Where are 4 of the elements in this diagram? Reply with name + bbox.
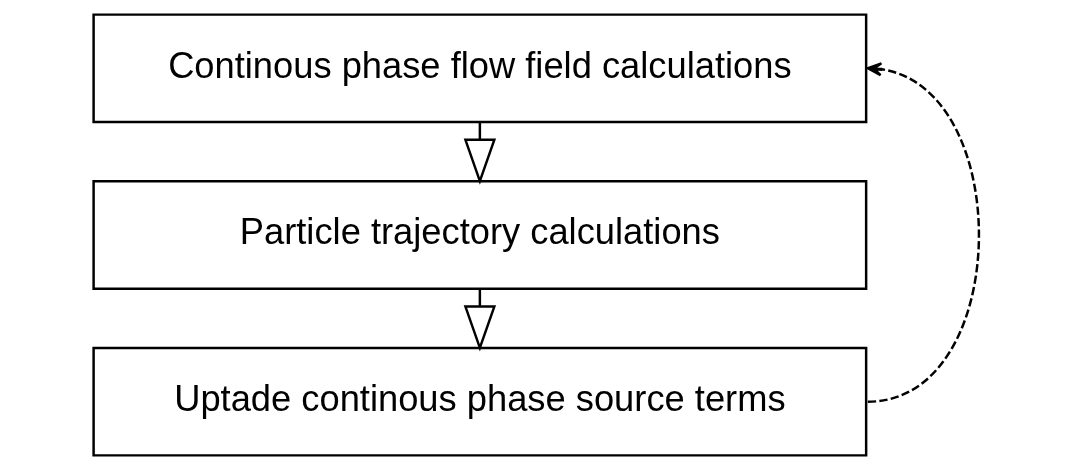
- node-box: Uptade continous phase source terms: [91, 346, 867, 457]
- arrow: [866, 62, 980, 403]
- node-box: Continous phase flow field calculations: [91, 13, 867, 124]
- node-box: Particle trajectory calculations: [91, 180, 867, 290]
